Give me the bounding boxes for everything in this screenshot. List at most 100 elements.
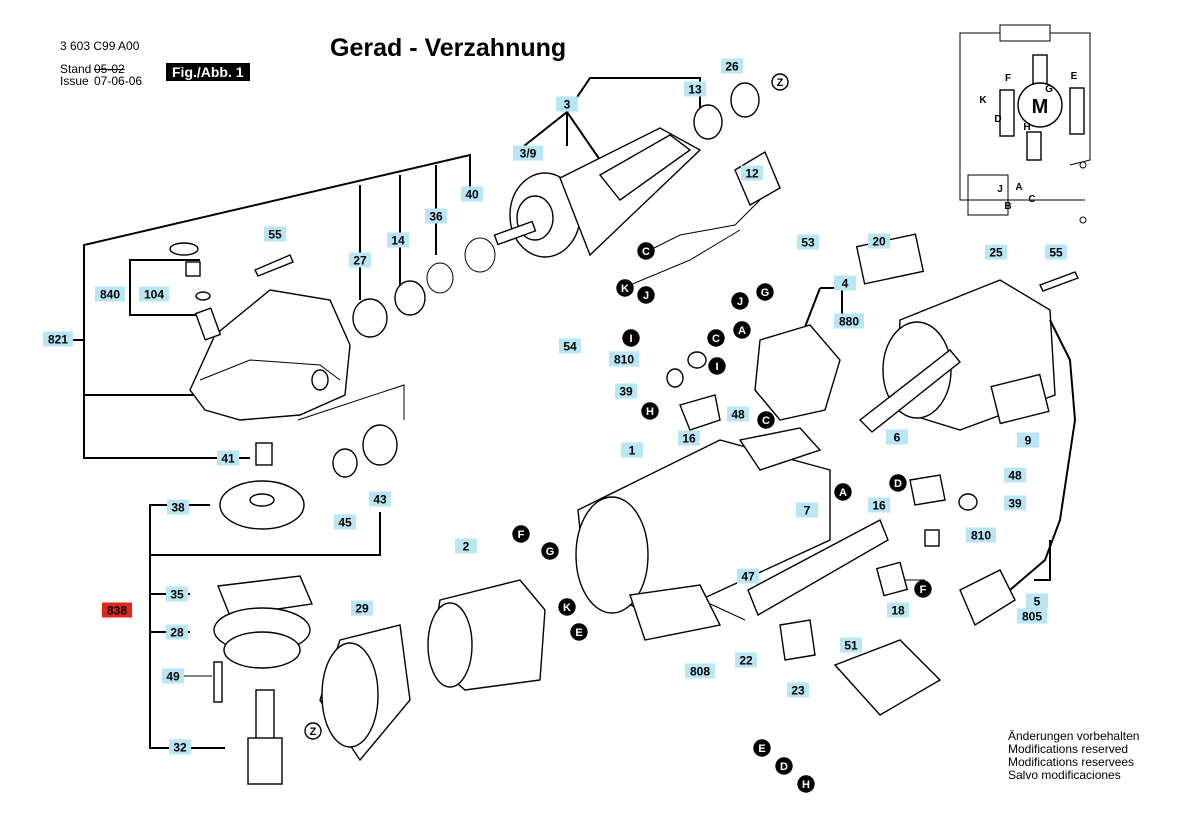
part-number-label: 13 [688, 83, 702, 97]
connector-letter: J [737, 296, 743, 308]
part-number-label: 55 [268, 228, 282, 242]
connector-letter: Z [777, 77, 784, 89]
part-label-box [425, 208, 447, 224]
connector-marker [541, 542, 559, 560]
part-number-label: 43 [373, 493, 387, 507]
part-number-label: 48 [731, 408, 745, 422]
schematic-letter: H [1023, 122, 1030, 133]
schematic-letter: C [1028, 194, 1035, 205]
part-number-label: 18 [891, 604, 905, 618]
connector-marker [797, 775, 815, 793]
part-label-box [1017, 432, 1039, 448]
armature-assembly [493, 82, 760, 258]
part-number-label: 4 [842, 277, 849, 291]
stand-date: 05-02 [94, 62, 125, 76]
part-number-label: 49 [166, 670, 180, 684]
part-label-box [162, 668, 184, 684]
part-label-box [966, 527, 996, 543]
part-number-label: 6 [894, 431, 901, 445]
part-number-label: 821 [48, 333, 68, 347]
connector-marker [733, 321, 751, 339]
part-number-label: 7 [804, 504, 811, 518]
note-line: Änderungen vorbehalten [1008, 729, 1140, 743]
part-label-box [615, 383, 637, 399]
part-number-label: 25 [989, 246, 1003, 260]
part-number-label: 5 [1034, 595, 1041, 609]
part-label-box [167, 499, 189, 515]
part-number-label: 47 [741, 570, 755, 584]
connector-marker [637, 286, 655, 304]
connector-marker [304, 722, 322, 740]
figure-label: Fig./Abb. 1 [166, 63, 250, 81]
part-label-box [1004, 467, 1026, 483]
connector-letter: D [780, 761, 788, 773]
schematic-letter: F [1005, 73, 1011, 84]
part-number-label: 20 [872, 235, 886, 249]
part-label-box [139, 286, 169, 302]
part-label-box [985, 244, 1007, 260]
connector-letter: F [920, 584, 927, 596]
schematic-letter: G [1045, 84, 1053, 95]
part-number-label: 16 [682, 432, 696, 446]
connector-letter: G [546, 546, 555, 558]
part-number-label: 808 [690, 665, 710, 679]
schematic-letter: B [1004, 201, 1011, 212]
part-number-label: 35 [170, 588, 184, 602]
connector-letter: K [563, 602, 571, 614]
part-number-label: 838 [107, 604, 127, 618]
schematic-letter: K [979, 95, 987, 106]
part-number-label: 29 [355, 602, 369, 616]
part-label-box [166, 586, 188, 602]
part-number-label: 22 [739, 654, 753, 668]
stand-label: Stand [60, 62, 92, 76]
part-label-box [721, 58, 743, 74]
connector-marker [512, 525, 530, 543]
part-label-box [1004, 495, 1026, 511]
part-number-label: 880 [839, 315, 859, 329]
part-number-label: 53 [801, 236, 815, 250]
part-label-box [1045, 244, 1067, 260]
part-label-box [621, 442, 643, 458]
connector-marker [775, 757, 793, 775]
part-number-label: 810 [614, 353, 634, 367]
connector-marker [570, 623, 588, 641]
part-label-box [834, 275, 856, 291]
part-label-box [455, 538, 477, 554]
part-number-label: 39 [619, 385, 633, 399]
part-number-label: 14 [391, 234, 405, 248]
part-label-box [886, 429, 908, 445]
connector-letter: A [839, 487, 847, 499]
part-label-box [43, 331, 73, 347]
part-label-box [787, 682, 809, 698]
part-label-box [609, 351, 639, 367]
connector-letter: H [646, 406, 654, 418]
connector-letter: J [643, 290, 649, 302]
part-number-label: 805 [1022, 610, 1042, 624]
motor-housing [319, 427, 831, 762]
connector-marker [641, 402, 659, 420]
part-number-label: 12 [745, 167, 759, 181]
connector-letter: Z [310, 726, 317, 738]
switch-assembly [629, 150, 978, 716]
part-number-label: 28 [170, 626, 184, 640]
connector-marker [731, 292, 749, 310]
part-number-label: 39 [1008, 497, 1022, 511]
connector-letter: E [575, 627, 582, 639]
part-label-box [735, 652, 757, 668]
document-number: 3 603 C99 A00 [60, 39, 140, 53]
part-label-box [737, 568, 759, 584]
connector-marker [834, 483, 852, 501]
spindle-assembly [213, 424, 398, 785]
part-label-box [796, 502, 818, 518]
connector-letter: F [518, 529, 525, 541]
part-label-box [834, 313, 864, 329]
connector-letter: C [642, 246, 650, 258]
schematic-letter: D [994, 114, 1001, 125]
connector-marker [622, 329, 640, 347]
connector-marker [616, 279, 634, 297]
issue-date: 07-06-06 [94, 74, 143, 88]
note-line: Salvo modificaciones [1008, 768, 1121, 782]
connector-marker [889, 474, 907, 492]
part-number-label: 840 [100, 288, 120, 302]
part-number-label: 36 [429, 210, 443, 224]
